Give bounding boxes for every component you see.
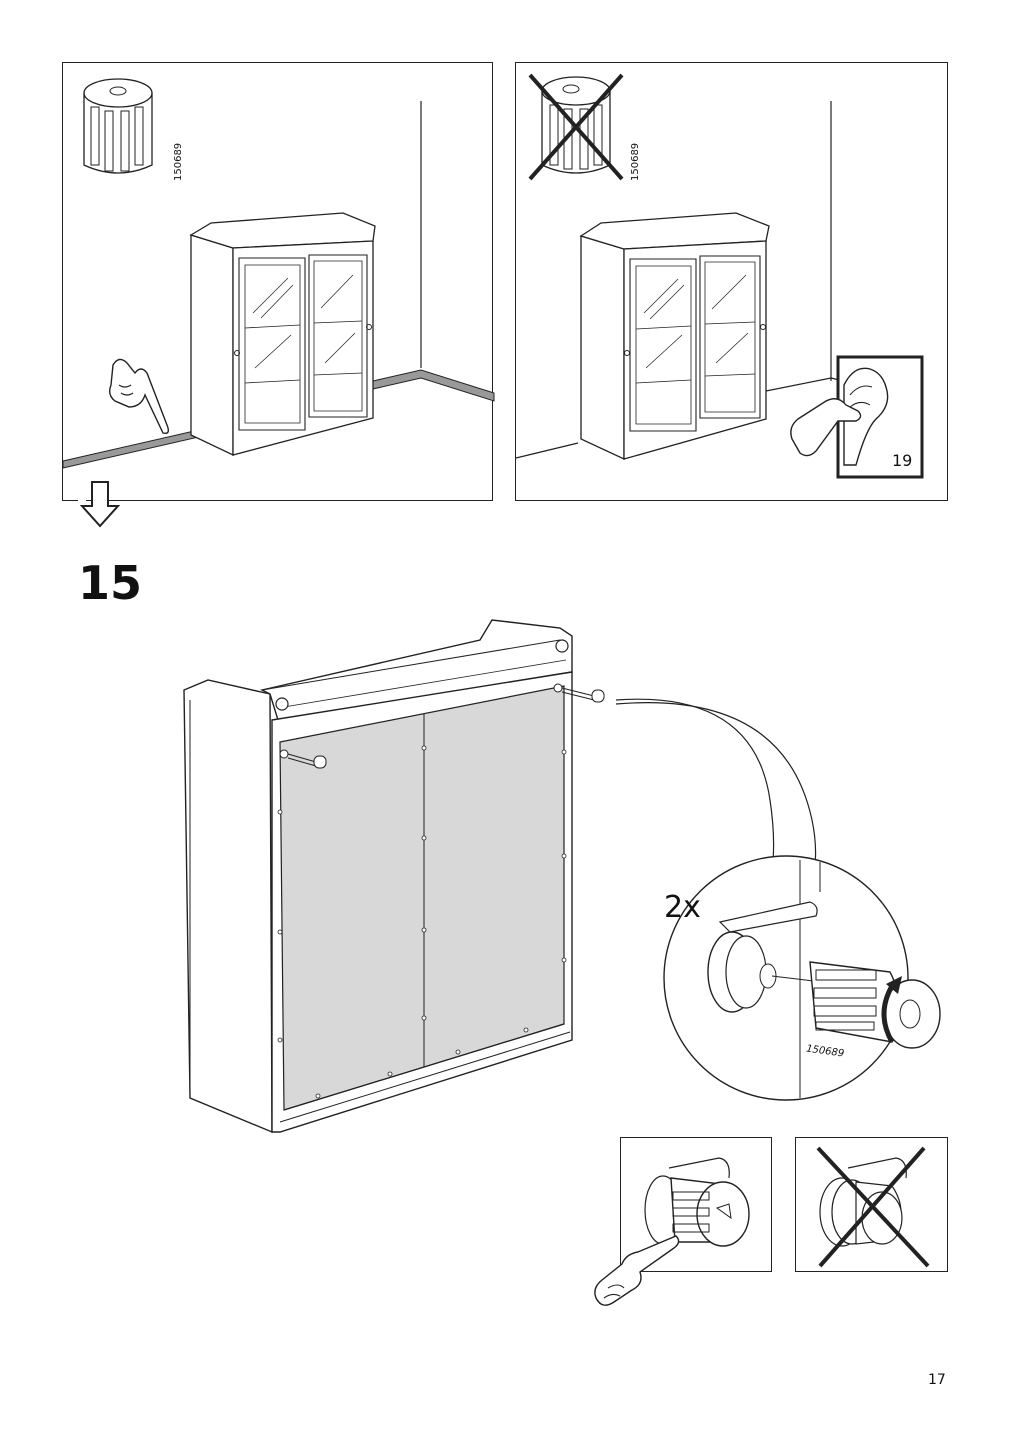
page-reference: 19 (892, 451, 913, 470)
instruction-panel-right: 150689 19 (515, 62, 948, 501)
page-number: 17 (928, 1372, 946, 1388)
knob-tightened-icon (621, 1138, 773, 1273)
callout-leader (604, 690, 824, 970)
part-number-label: 150689 (630, 142, 641, 181)
pointing-hand-icon (592, 1232, 682, 1312)
cap-nut-icon (73, 73, 163, 173)
part-number-label: 150689 (173, 142, 184, 181)
panel-left-illustration (63, 63, 494, 502)
knob-incorrect-icon (796, 1138, 949, 1273)
crossed-cap-nut-icon (526, 69, 626, 179)
step-number: 15 (78, 556, 143, 610)
check-panel-incorrect (795, 1137, 948, 1272)
detail-zoom-illustration (660, 852, 912, 1104)
sticker-peel-icon (786, 355, 926, 480)
panel-right-illustration (516, 63, 949, 502)
pointing-hand-icon (105, 355, 175, 435)
cabinet-back-illustration (180, 612, 600, 1142)
instruction-panel-left: 150689 (62, 62, 493, 501)
arrow-down-icon (78, 480, 122, 530)
quantity-label: 2x (664, 890, 701, 925)
